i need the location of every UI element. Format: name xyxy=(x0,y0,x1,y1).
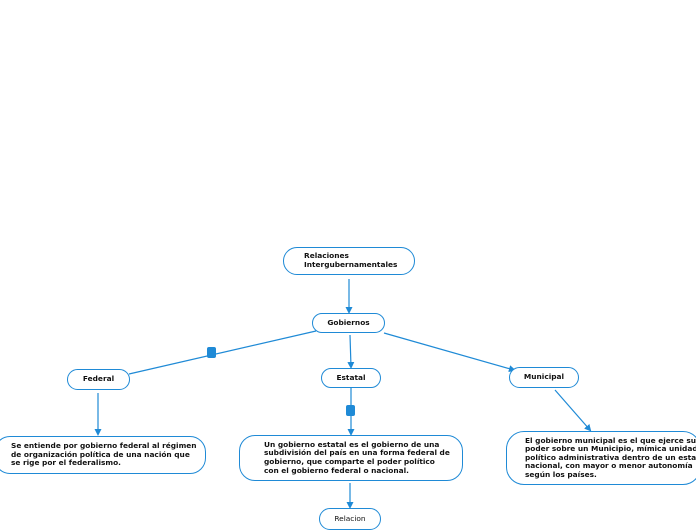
node-label: Federal xyxy=(82,374,115,384)
node-label: Un gobierno estatal es el gobierno de un… xyxy=(264,439,450,475)
node-label: Se entiende por gobierno federal al régi… xyxy=(11,441,197,468)
collapse-handle-icon[interactable] xyxy=(346,405,355,416)
node-label: Gobiernos xyxy=(327,317,370,327)
node-municipal-description[interactable]: El gobierno municipal es el que ejerce s… xyxy=(506,431,696,485)
node-relaciones-intergubernamentales[interactable]: Relaciones Intergubernamentales xyxy=(283,247,415,275)
node-estatal-description[interactable]: Un gobierno estatal es el gobierno de un… xyxy=(239,435,463,481)
connector-gobiernos-municipal xyxy=(383,332,516,372)
node-label: Relaciones Intergubernamentales xyxy=(304,251,398,269)
node-federal[interactable]: Federal xyxy=(67,369,130,390)
node-gobiernos[interactable]: Gobiernos xyxy=(312,313,385,333)
node-label: Estatal xyxy=(336,372,366,382)
node-federal-description[interactable]: Se entiende por gobierno federal al régi… xyxy=(0,436,206,474)
node-label: El gobierno municipal es el que ejerce s… xyxy=(525,435,696,479)
node-estatal[interactable]: Estatal xyxy=(321,368,381,388)
collapse-handle-icon[interactable] xyxy=(207,347,216,358)
node-label: Relacion xyxy=(334,514,366,523)
connector-gobiernos-estatal xyxy=(347,334,355,369)
connector-municipal-desc xyxy=(554,389,592,432)
node-municipal[interactable]: Municipal xyxy=(509,367,579,388)
node-relacion[interactable]: Relacion xyxy=(319,508,381,530)
connector-gobiernos-federal xyxy=(128,330,317,375)
node-label: Municipal xyxy=(523,372,565,382)
